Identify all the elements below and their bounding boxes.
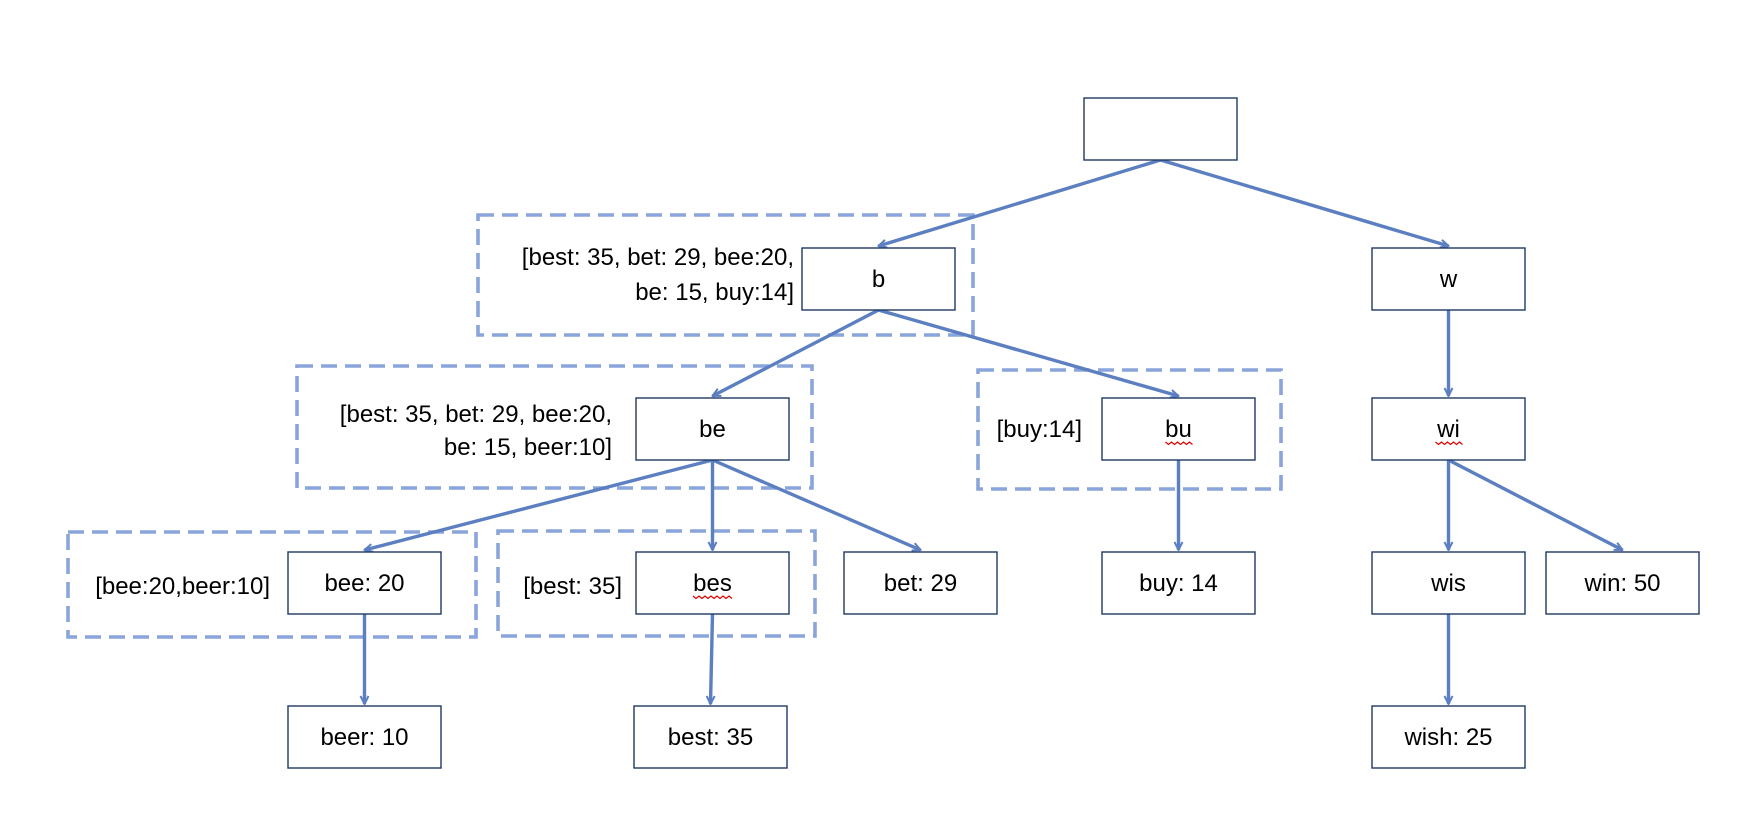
edge-bes-to-best <box>711 613 713 704</box>
node-box-wis <box>1371 551 1526 615</box>
edge-root-to-b <box>879 158 1161 246</box>
node-wish: wish: 25 <box>1371 705 1526 769</box>
node-box-be <box>635 397 790 461</box>
cache-border-bee <box>66 530 478 639</box>
node-box-best <box>633 705 788 769</box>
node-bee: bee: 20 <box>287 551 442 615</box>
cache-box-bes: [best: 35] <box>496 529 817 638</box>
spellcheck-underline-bes <box>692 595 733 600</box>
node-box-root <box>1083 97 1238 161</box>
node-label-wi: wi <box>1436 416 1460 443</box>
node-box-bet <box>843 551 998 615</box>
node-box-w <box>1371 247 1526 311</box>
cache-border-be <box>295 364 814 490</box>
node-w: w <box>1371 247 1526 311</box>
edge-be-to-bee <box>365 458 713 550</box>
node-box-wi <box>1371 397 1526 461</box>
node-label-be: be <box>699 416 726 443</box>
node-box-b <box>801 247 956 311</box>
cache-box-b: [best: 35, bet: 29, bee:20, be: 15, buy:1… <box>476 213 975 337</box>
node-label-bee: bee: 20 <box>324 570 404 597</box>
cache-border-bes <box>496 529 817 638</box>
node-beer: beer: 10 <box>287 705 442 769</box>
edge-be-to-bet <box>711 458 921 552</box>
cache-border-b <box>476 213 975 337</box>
node-box-wish <box>1371 705 1526 769</box>
cache-text-bee-line-1: [bee:20,beer:10] <box>95 573 270 600</box>
node-win: win: 50 <box>1545 551 1700 615</box>
cache-border-bu <box>976 368 1283 491</box>
node-label-bu: bu <box>1165 416 1192 443</box>
edge-wi-to-win <box>1447 458 1623 552</box>
node-be: be <box>635 397 790 461</box>
node-box-beer <box>287 705 442 769</box>
node-box-win <box>1545 551 1700 615</box>
node-label-buy: buy: 14 <box>1139 570 1218 597</box>
cache-text-bes-line-1: [best: 35] <box>523 573 622 600</box>
cache-box-bee: [bee:20,beer:10] <box>66 530 478 639</box>
node-root <box>1083 97 1238 161</box>
edge-root-to-w <box>1160 158 1449 246</box>
node-box-buy <box>1101 551 1256 615</box>
edge-b-to-bu <box>878 308 1179 396</box>
node-wi: wi <box>1371 397 1526 461</box>
node-buy: buy: 14 <box>1101 551 1256 615</box>
cache-text-be-line-2: be: 15, beer:10] <box>444 434 612 461</box>
node-b: b <box>801 247 956 311</box>
cache-box-be: [best: 35, bet: 29, bee:20, be: 15, beer:… <box>295 364 814 490</box>
spellcheck-underline-bu <box>1165 441 1193 446</box>
node-label-wis: wis <box>1430 570 1466 597</box>
node-label-b: b <box>872 266 885 293</box>
node-label-bes: bes <box>693 570 732 597</box>
node-best: best: 35 <box>633 705 788 769</box>
node-box-bes <box>635 551 790 615</box>
spellcheck-underline-wi <box>1435 441 1463 446</box>
node-label-bet: bet: 29 <box>884 570 957 597</box>
node-box-bee <box>287 551 442 615</box>
node-label-beer: beer: 10 <box>320 724 408 751</box>
node-wis: wis <box>1371 551 1526 615</box>
node-label-w: w <box>1439 266 1458 293</box>
node-bet: bet: 29 <box>843 551 998 615</box>
node-label-wish: wish: 25 <box>1403 724 1492 751</box>
node-label-best: best: 35 <box>668 724 753 751</box>
node-bes: bes <box>635 551 790 615</box>
node-label-win: win: 50 <box>1583 570 1660 597</box>
cache-box-bu: [buy:14] <box>976 368 1283 491</box>
cache-text-bu-line-1: [buy:14] <box>997 416 1082 443</box>
cache-text-b-line-1: [best: 35, bet: 29, bee:20, <box>522 244 794 271</box>
edge-b-to-be <box>713 308 880 398</box>
node-bu: bu <box>1101 397 1256 461</box>
cache-text-be-line-1: [best: 35, bet: 29, bee:20, <box>340 401 612 428</box>
cache-text-b-line-2: be: 15, buy:14] <box>635 279 794 306</box>
node-box-bu <box>1101 397 1256 461</box>
